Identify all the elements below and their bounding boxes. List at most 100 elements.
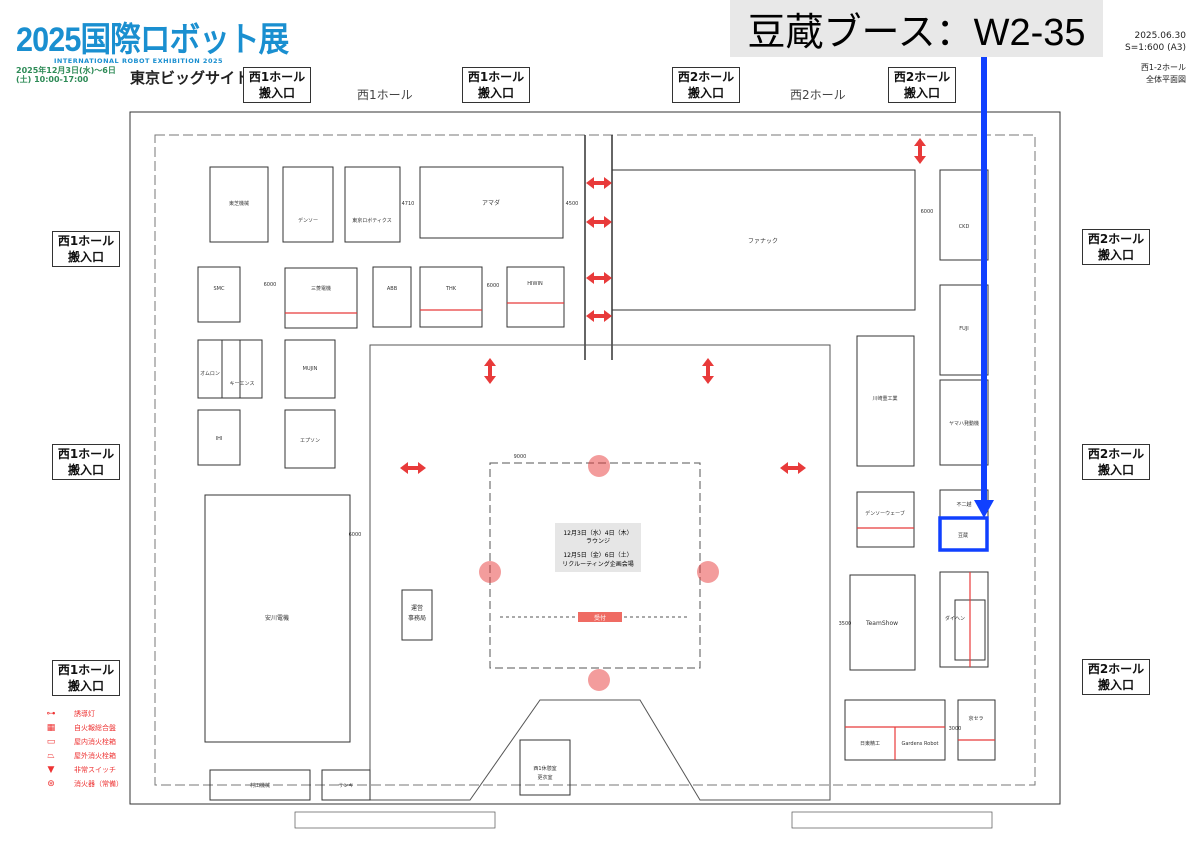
- reception-label: 受付: [594, 614, 606, 622]
- rest-room: [519, 739, 571, 796]
- booth-omron[interactable]: [197, 339, 241, 399]
- title-strip-west1: [294, 811, 496, 829]
- booth-label-amada: アマダ: [482, 199, 500, 207]
- arrow-head-icon: [974, 500, 994, 518]
- drawing-name-line2: 全体平面図: [1146, 75, 1186, 84]
- fire-alarm-panel-icon: ▦: [46, 723, 56, 733]
- aisle-outline: [154, 134, 1036, 786]
- booth-ckd[interactable]: [939, 169, 989, 261]
- dim-label: 4710: [402, 201, 415, 207]
- booth-label-sanki: サンキ: [338, 783, 353, 789]
- booth-epson[interactable]: [284, 409, 336, 469]
- booth-tokyo[interactable]: [344, 166, 401, 243]
- exhibition-logo-subtitle: INTERNATIONAL ROBOT EXHIBITION 2025: [54, 57, 224, 65]
- booth-label-smc: SMC: [214, 286, 225, 292]
- mamezou-booth-highlight[interactable]: [938, 516, 989, 552]
- booth-label-toshiba: 東芝機械: [229, 200, 249, 207]
- extinguisher-icon: ⊛: [47, 779, 55, 789]
- evacuation-arrows: [400, 138, 926, 691]
- rest-label-line1: 西1休憩室: [533, 765, 556, 772]
- booth-label-teamshow: TeamShow: [865, 620, 898, 627]
- drawing-meta: 2025.06.30 S=1:600 (A3): [1125, 30, 1186, 54]
- booth-label-yamaha: ヤマハ発動機: [949, 420, 979, 427]
- booth-ihi[interactable]: [197, 409, 241, 466]
- booth-teamshow[interactable]: [849, 574, 916, 671]
- booth-thk[interactable]: [419, 266, 483, 328]
- booth-kawasaki[interactable]: [856, 335, 915, 467]
- booth-label-kyocera: 京セラ: [968, 715, 983, 722]
- booth-mujin[interactable]: [284, 339, 336, 399]
- emergency-switch-icon: ▼: [47, 765, 55, 775]
- dim-label: 6000: [264, 282, 277, 288]
- booth-label-thk: THK: [445, 286, 457, 292]
- dim-label: 3000: [949, 726, 962, 732]
- entrance-west1-left-b: 西1ホール搬入口: [52, 444, 120, 480]
- booth-mitsubishi[interactable]: [284, 267, 358, 329]
- lounge-info-line3: 12月5日（金）6日（土）: [563, 551, 632, 559]
- booth-label-keyence: キーエンス: [230, 381, 255, 387]
- drawing-date: 2025.06.30: [1134, 31, 1186, 41]
- booth-toshiba[interactable]: [209, 166, 269, 243]
- booth-label-yaskawa: 安川電機: [265, 614, 289, 622]
- booth-amada[interactable]: [419, 166, 564, 239]
- rest-label-line2: 更衣室: [537, 774, 552, 781]
- booth-label-nachi: 不二越: [956, 501, 971, 508]
- booth-murata[interactable]: [209, 769, 311, 801]
- booth-keyence[interactable]: [221, 339, 263, 399]
- booth-label-daihen: ダイヘン: [945, 615, 965, 622]
- booth-daihen[interactable]: [939, 571, 989, 668]
- legend-item: ⊛消火器（常備）: [42, 777, 123, 791]
- booth-nitto[interactable]: [957, 699, 996, 761]
- entrance-west2-right-a: 西2ホール搬入口: [1082, 229, 1150, 265]
- building-outline: [129, 111, 1061, 805]
- atrium-wall: [369, 344, 831, 801]
- booth-yamaha[interactable]: [939, 379, 989, 466]
- booth-label-fanuc: ファナック: [748, 238, 778, 245]
- dim-label: 3500: [839, 621, 852, 627]
- legend-item: ▼非常スイッチ: [42, 763, 123, 777]
- entrance-west2-right-c: 西2ホール搬入口: [1082, 659, 1150, 695]
- booth-smc[interactable]: [197, 266, 241, 323]
- booth-label-mamezou: 豆蔵: [958, 532, 968, 539]
- title-strip-west2: [791, 811, 993, 829]
- booth-abb[interactable]: [372, 266, 412, 328]
- booth-fuji[interactable]: [939, 284, 989, 376]
- legend-item: ⏢屋外消火栓箱: [42, 749, 123, 763]
- booth-label-kawasaki: 川崎重工業: [872, 395, 897, 402]
- lounge-info-line4: リクルーティング企画会場: [562, 560, 633, 568]
- booth-label-hiwin: HIWIN: [527, 281, 543, 287]
- legend-item: ⊶誘導灯: [42, 707, 123, 721]
- exhibition-logo: 2025国際ロボット展: [16, 21, 289, 59]
- booth-label-epson: エプソン: [300, 438, 320, 444]
- booth-yaskawa[interactable]: [204, 494, 351, 743]
- booth-denso[interactable]: [856, 491, 915, 548]
- booth-denso2[interactable]: [282, 166, 334, 243]
- entrance-west1-top-a: 西1ホール搬入口: [243, 67, 311, 103]
- venue-name: 東京ビッグサイト: [130, 69, 251, 87]
- booth-label-omron: オムロン: [200, 371, 220, 377]
- entrance-west1-top-b: 西1ホール搬入口: [462, 67, 530, 103]
- booth-label-ckd: CKD: [959, 224, 970, 230]
- reception-desk: [578, 612, 622, 622]
- exhibition-dates: 2025年12月3日(水)〜6日(土) 10:00-17:00: [16, 66, 116, 84]
- office-label-line2: 事務局: [408, 614, 426, 622]
- booth-sanki[interactable]: [321, 769, 371, 801]
- booth-label-tokyo: 東京ロボティクス: [352, 217, 392, 224]
- legend-item: ▦自火報総合盤: [42, 721, 123, 735]
- legend: ⊶誘導灯 ▦自火報総合盤 ▭屋内消火栓箱 ⏢屋外消火栓箱 ▼非常スイッチ ⊛消火…: [42, 707, 124, 791]
- lounge-info-line2: ラウンジ: [586, 537, 610, 545]
- booth-label-denso: デンソーウェーブ: [865, 510, 905, 517]
- dim-label: 6000: [921, 209, 934, 215]
- booth-label-denso2: デンソー: [298, 217, 318, 224]
- booth-hiwin[interactable]: [506, 266, 565, 328]
- entrance-west2-top-b: 西2ホール搬入口: [888, 67, 956, 103]
- organizer-office: [401, 589, 433, 641]
- booth-fanuc[interactable]: [611, 169, 916, 311]
- lounge-info-line1: 12月3日（水）4日（木）: [563, 529, 632, 537]
- booth-label-fuji: FUJI: [959, 326, 969, 332]
- entrance-west2-right-b: 西2ホール搬入口: [1082, 444, 1150, 480]
- dim-label: 6000: [487, 283, 500, 289]
- dim-label: 6000: [349, 532, 362, 538]
- dim-label: 4500: [566, 201, 579, 207]
